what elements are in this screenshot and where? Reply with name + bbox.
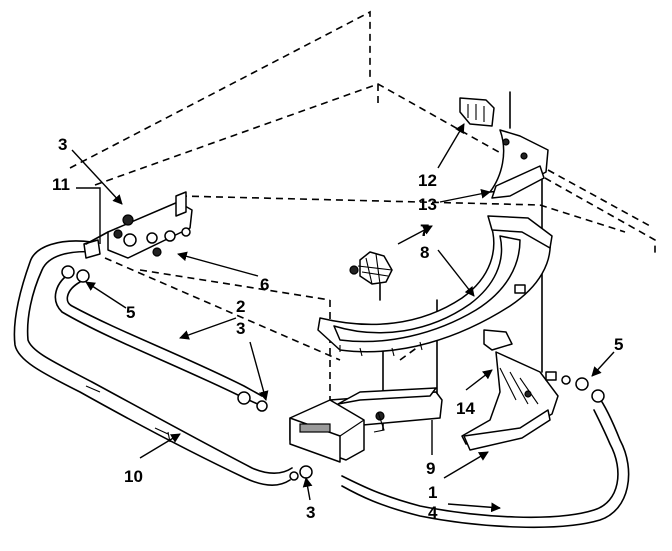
callout-3-middle: 3 (236, 319, 245, 338)
callout-2: 2 (236, 297, 245, 316)
part-12-clip (459, 97, 495, 127)
part-13-support (489, 129, 549, 199)
callout-6: 6 (260, 275, 269, 294)
callout-5-left: 5 (126, 303, 135, 322)
valve-housing (237, 391, 365, 463)
callouts: 3 11 6 2 5 3 10 3 12 13 7 8 14 9 1 4 5 (52, 135, 623, 522)
callout-5-right: 5 (614, 335, 623, 354)
part-7-gear (349, 251, 393, 301)
callout-8: 8 (420, 243, 429, 262)
leader-lines (71, 123, 615, 513)
part-14-clip (483, 329, 513, 351)
callout-14: 14 (456, 399, 475, 418)
part-1-chute (461, 351, 559, 451)
left-bracket-assembly (61, 191, 193, 283)
callout-1: 1 (428, 483, 437, 502)
callout-3-bottom: 3 (306, 503, 315, 522)
callout-10: 10 (124, 467, 143, 486)
callout-12: 12 (418, 171, 437, 190)
callout-7: 7 (420, 221, 429, 240)
callout-9: 9 (426, 459, 435, 478)
part-8-bucket (317, 215, 553, 357)
callout-13: 13 (418, 195, 437, 214)
callout-3-top-left: 3 (58, 135, 67, 154)
water-tube (13, 240, 630, 529)
callout-4: 4 (428, 503, 438, 522)
callout-11: 11 (52, 175, 70, 194)
